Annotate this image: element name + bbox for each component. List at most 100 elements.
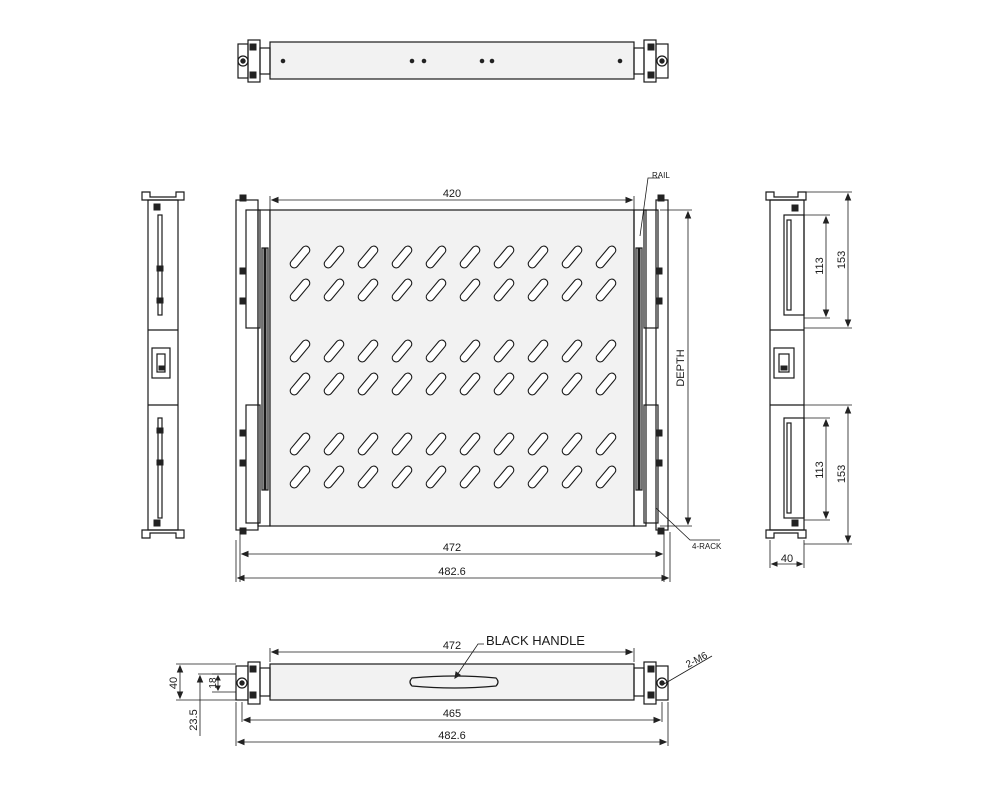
vent-slot [561,245,583,269]
front-panel-right-bracket [633,661,669,705]
vent-slot [289,465,311,489]
black-handle [409,675,499,689]
vent-slot [493,432,515,456]
vent-slot [391,339,413,363]
vent-slot [527,278,549,302]
dim-472-bottom-label: 472 [443,640,461,652]
vent-slot [391,465,413,489]
rail-label: RAIL [652,171,670,180]
dim-153-top-label: 153 [836,251,848,269]
vent-slot [493,245,515,269]
depth-label: DEPTH [675,349,687,386]
vent-slot [459,465,481,489]
screws-label: 2-M6 [684,650,710,671]
vent-slot [425,278,447,302]
front-panel-view: 472 BLACK HANDLE 2-M6 465 482.6 40 1 [168,633,713,746]
vent-slot [289,432,311,456]
vent-slot [561,465,583,489]
vent-slot [527,432,549,456]
black-handle-label: BLACK HANDLE [486,633,585,648]
vent-slot [357,278,379,302]
front-panel-left-bracket [235,661,271,705]
vent-slot [493,465,515,489]
vent-slot [323,432,345,456]
dim-472-label: 472 [443,542,461,554]
vent-slot [425,339,447,363]
vent-slot [323,245,345,269]
vent-slot [561,372,583,396]
vent-slot [357,465,379,489]
top-view [237,39,669,83]
vent-slot [289,245,311,269]
front-view: 420 RAIL DEPTH 4-RACK 472 482.6 [235,171,722,582]
vent-slot [595,339,617,363]
right-side-view: 113 153 113 153 40 [765,191,852,568]
vent-slot [357,339,379,363]
vent-slot [391,245,413,269]
vent-slot [425,245,447,269]
vent-slot [561,432,583,456]
vent-slot [527,465,549,489]
top-view-hole [479,58,485,64]
vent-slot [459,245,481,269]
top-view-left-bracket [237,39,271,83]
vent-slot [323,465,345,489]
top-view-right-bracket [633,39,669,83]
top-view-hole [617,58,623,64]
dim-482-6-bottom-label: 482.6 [438,730,466,742]
vent-slot [595,465,617,489]
dim-465-label: 465 [443,708,461,720]
vent-slot [391,372,413,396]
vent-slot [527,339,549,363]
vent-slot [289,339,311,363]
vent-slot [459,372,481,396]
ventilation-slots [289,245,617,489]
vent-slot [391,432,413,456]
dim-18-label: 18 [208,677,219,689]
vent-slot [527,372,549,396]
vent-slot [527,245,549,269]
vent-slot [459,278,481,302]
vent-slot [595,278,617,302]
vent-slot [425,465,447,489]
vent-slot [425,432,447,456]
dim-482-6-label: 482.6 [438,566,466,578]
vent-slot [323,278,345,302]
vent-slot [595,372,617,396]
vent-slot [595,432,617,456]
vent-slot [595,245,617,269]
vent-slot [323,339,345,363]
dim-40-height-label: 40 [168,677,180,689]
top-view-hole [409,58,415,64]
vent-slot [323,372,345,396]
vent-slot [459,432,481,456]
vent-slot [459,339,481,363]
top-view-hole [421,58,427,64]
four-rack-label: 4-RACK [692,542,722,551]
top-view-shelf [269,41,635,80]
vent-slot [493,278,515,302]
vent-slot [289,372,311,396]
dim-40-side-label: 40 [781,553,793,565]
vent-slot [289,278,311,302]
vent-slot [357,432,379,456]
dim-153-bottom-label: 153 [836,465,848,483]
vent-slot [357,372,379,396]
vent-slot [561,339,583,363]
dim-420-label: 420 [443,188,461,200]
top-view-hole [280,58,286,64]
dim-113-bottom-label: 113 [814,461,826,479]
dim-23-5-label: 23.5 [188,709,200,730]
dim-113-top-label: 113 [814,257,826,275]
vent-slot [493,372,515,396]
shelf-tray [269,209,635,527]
vent-slot [391,278,413,302]
vent-slot [561,278,583,302]
front-panel [269,663,635,701]
vent-slot [425,372,447,396]
vent-slot [493,339,515,363]
top-view-hole [489,58,495,64]
vent-slot [357,245,379,269]
